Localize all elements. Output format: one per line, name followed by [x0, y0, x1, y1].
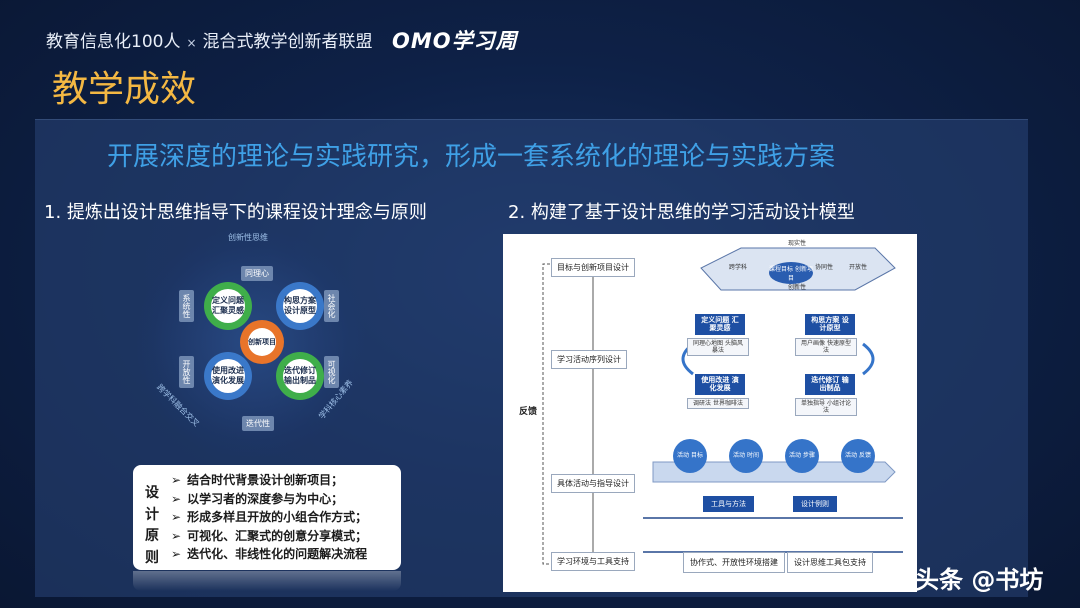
gear-define-label: 定义问题 汇聚灵感	[211, 289, 245, 323]
gear-improve-label: 使用改进 演化发展	[211, 359, 245, 393]
list-item: ➢ 可视化、汇聚式的创意分享模式；	[171, 527, 367, 546]
principles-heading: 设计原则	[145, 485, 159, 567]
principles-reflection	[133, 571, 401, 591]
tag-empathy: 同理心	[241, 266, 273, 281]
arrow-icon: ➢	[171, 491, 182, 506]
list-item: ➢ 迭代化、非线性化的问题解决流程	[171, 545, 367, 564]
arrow-icon: ➢	[171, 510, 182, 525]
gear-define: 定义问题 汇聚灵感	[204, 282, 252, 330]
feedback-label: 反馈	[519, 407, 538, 417]
tag-visual: 可视化	[324, 356, 339, 388]
activity-steps: 活动 步骤	[785, 439, 819, 473]
list-item: ➢ 结合时代背景设计创新项目；	[171, 471, 367, 490]
gear-ideate-label: 构思方案 设计原型	[283, 289, 317, 323]
tag-open: 开放性	[179, 356, 194, 388]
hex-innovation: 创新性	[788, 284, 807, 291]
hex-cross: 跨学科	[729, 264, 748, 271]
hex-reality: 现实性	[788, 240, 807, 247]
gear-improve: 使用改进 演化发展	[204, 352, 252, 400]
gear-center-label: 创新项目	[248, 328, 276, 356]
stage-goal: 目标与创新项目设计	[551, 258, 635, 277]
note-ideate: 用户画像 快速原型法	[795, 338, 857, 357]
tag-iteration: 迭代性	[242, 416, 274, 431]
hex-cooperate: 协同性	[815, 264, 834, 271]
arrow-icon: ➢	[171, 473, 182, 487]
stage-activity: 具体活动与指导设计	[551, 474, 635, 493]
gear-iterate: 迭代修订 输出制品	[276, 352, 324, 400]
tools-methods: 工具与方法	[703, 496, 754, 512]
list-item: ➢ 以学习者的深度参与为中心；	[171, 490, 367, 509]
step-define: 定义问题 汇聚灵感	[695, 314, 745, 335]
tag-social: 社会化	[324, 290, 339, 322]
principle-text: 迭代化、非线性化的问题解决流程	[187, 547, 368, 562]
gear-top-label: 创新性思维	[228, 233, 268, 242]
watermark: 头条 @书坊	[915, 566, 1044, 594]
stage-environment: 学习环境与工具支持	[551, 552, 635, 571]
page-title: 教学成效	[52, 69, 197, 110]
gear-iterate-label: 迭代修订 输出制品	[283, 359, 317, 393]
section2-heading: 2. 构建了基于设计思维的学习活动设计模型	[508, 202, 855, 223]
model-diagram: 反馈 目标与创新项目设计 学习活动序列设计 具体活动与指导设计 学习环境与工具支…	[503, 234, 917, 592]
note-define: 同理心地图 头脑风暴法	[687, 338, 749, 357]
activity-time: 活动 时间	[729, 439, 763, 473]
gear-diagram: 创新性思维 同理心 迭代性 系统性 社会化 开放性 可视化 跨学科融合交叉 学科…	[136, 228, 366, 458]
arrow-icon: ➢	[171, 547, 182, 562]
event-logo: OMO学习周	[392, 29, 518, 53]
gear-center: 创新项目	[240, 320, 284, 364]
note-improve: 调研法 世界咖啡法	[687, 398, 749, 410]
step-improve: 使用改进 演化发展	[695, 374, 745, 395]
design-example: 设计例则	[793, 496, 837, 512]
principles-card: 设计原则 ➢ 结合时代背景设计创新项目； ➢ 以学习者的深度参与为中心； ➢ 形成多样…	[133, 465, 401, 570]
support-toolkit: 设计思维工具包支持	[787, 552, 873, 573]
principle-text: 以学习者的深度参与为中心；	[187, 491, 344, 506]
tag-systematic: 系统性	[179, 290, 194, 322]
note-iterate: 单独指导 小组讨论法	[795, 398, 857, 417]
stage-sequence: 学习活动序列设计	[551, 350, 627, 369]
section1-heading: 1. 提炼出设计思维指导下的课程设计理念与原则	[44, 202, 427, 223]
hex-open: 开放性	[849, 264, 868, 271]
slide-subtitle: 开展深度的理论与实践研究，形成一套系统化的理论与实践方案	[107, 142, 836, 172]
separator: ×	[186, 36, 197, 50]
gear-ideate: 构思方案 设计原型	[276, 282, 324, 330]
arrow-icon: ➢	[171, 528, 182, 543]
activity-feedback: 活动 反馈	[841, 439, 875, 473]
principle-text: 可视化、汇聚式的创意分享模式；	[187, 528, 368, 543]
step-iterate: 迭代修订 输出制品	[805, 374, 855, 395]
activity-goal: 活动 目标	[673, 439, 707, 473]
principle-text: 形成多样且开放的小组合作方式；	[187, 510, 368, 525]
alliance-text: 混合式教学创新者联盟	[202, 32, 373, 52]
support-environment: 协作式、开放性环境搭建	[683, 552, 785, 573]
org-text: 教育信息化100人	[46, 32, 181, 52]
header-org-line: 教育信息化100人 × 混合式教学创新者联盟	[46, 27, 373, 52]
principles-list: ➢ 结合时代背景设计创新项目； ➢ 以学习者的深度参与为中心； ➢ 形成多样且开放的小…	[171, 471, 367, 564]
principle-text: 结合时代背景设计创新项目；	[187, 473, 344, 487]
step-ideate: 构思方案 设计原型	[805, 314, 855, 335]
list-item: ➢ 形成多样且开放的小组合作方式；	[171, 508, 367, 527]
hex-center: 课程目标 创新项目	[769, 262, 813, 284]
